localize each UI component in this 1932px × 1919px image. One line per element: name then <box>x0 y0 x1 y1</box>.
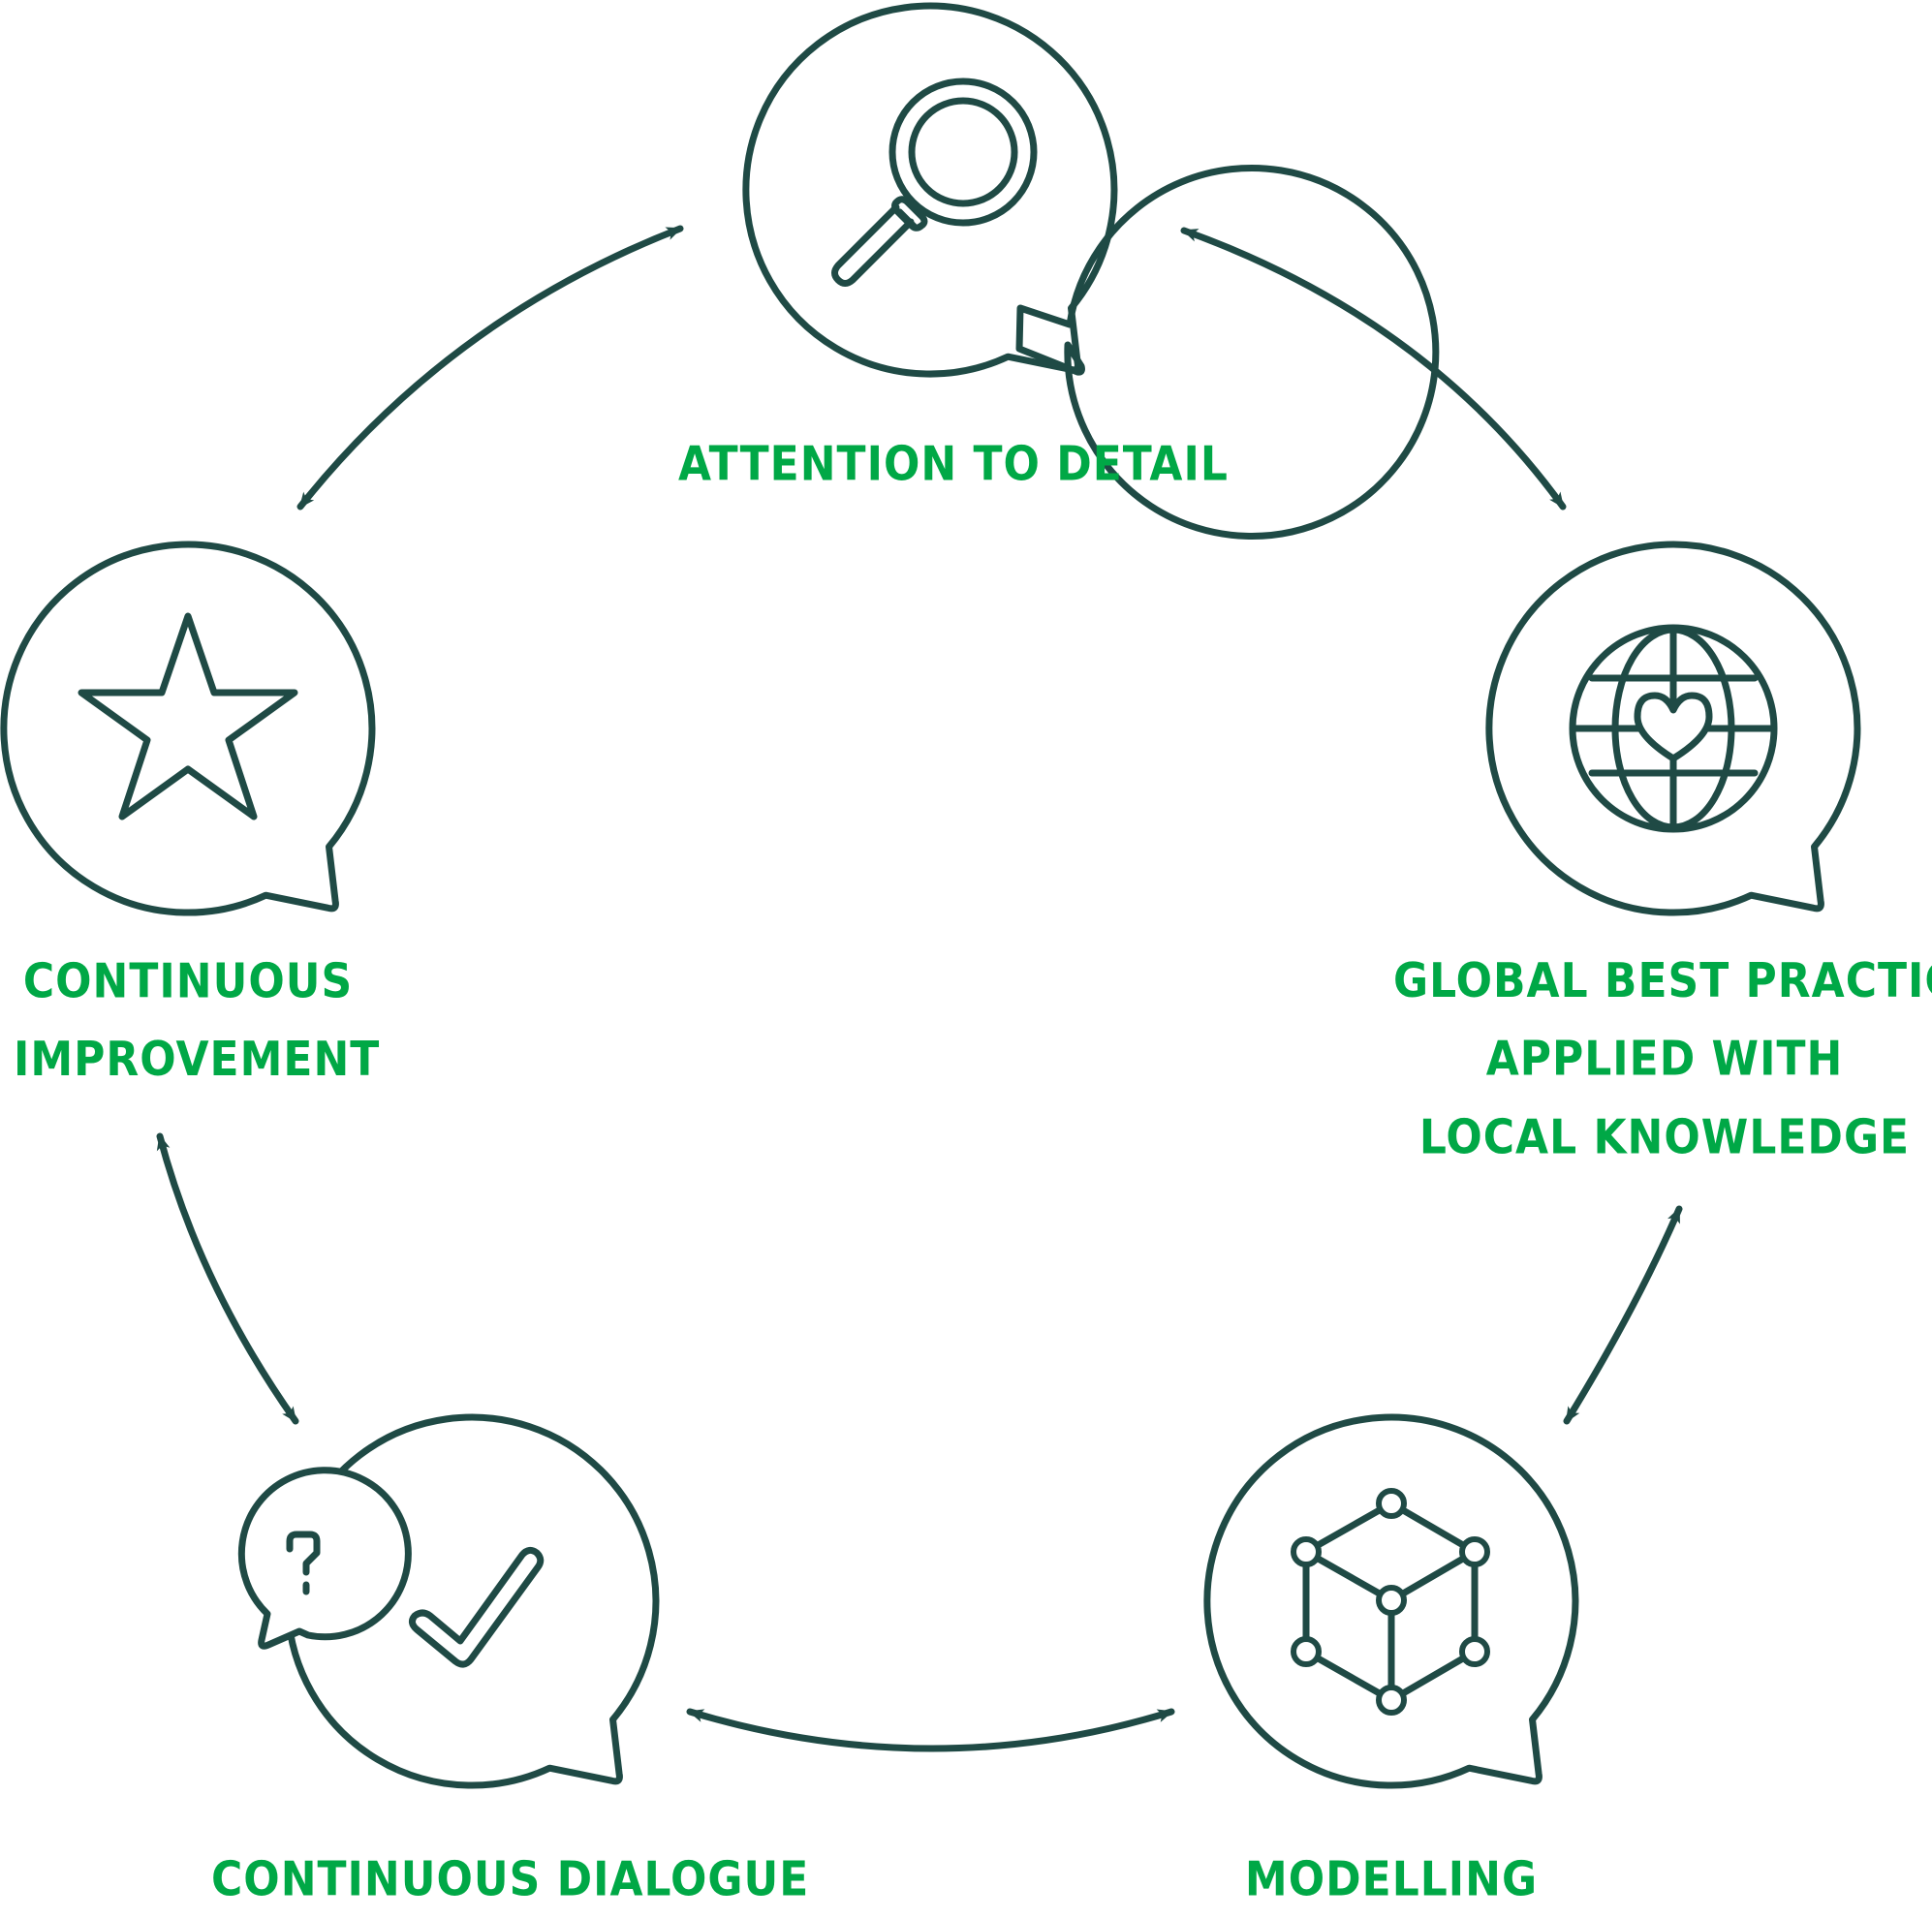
label-line: CONTINUOUS DIALOGUE <box>211 1851 810 1907</box>
label-line: ATTENTION TO DETAIL <box>678 436 1229 492</box>
label-line: MODELLING <box>1244 1851 1539 1907</box>
node-modelling-bubble <box>1291 1488 1490 1716</box>
star-icon <box>78 612 298 820</box>
speech-bubble-improvement <box>0 541 376 916</box>
arrow-dialogue-improvement <box>156 1132 299 1425</box>
label-line: CONTINUOUS <box>22 953 354 1009</box>
label-continuous-improvement: CONTINUOUS IMPROVEMENT <box>14 943 381 1099</box>
question-check-chat-icon <box>237 1467 545 1668</box>
arrow-attention-global <box>1180 227 1567 511</box>
label-global-best-practice: GLOBAL BEST PRACTICE APPLIED WITH LOCAL … <box>1393 943 1932 1177</box>
label-line: LOCAL KNOWLEDGE <box>1418 1109 1911 1165</box>
question-mark-icon <box>286 1531 321 1576</box>
label-line: APPLIED WITH <box>1485 1031 1844 1087</box>
node-global-bubble <box>1569 624 1778 833</box>
arrow-modelling-dialogue <box>686 1708 1175 1752</box>
checkmark-icon <box>408 1546 545 1668</box>
node-attention-bubble <box>831 77 1440 540</box>
connectors <box>156 225 1683 1752</box>
label-modelling: MODELLING <box>1198 1842 1585 1919</box>
speech-bubble-global <box>1485 541 1861 916</box>
globe-heart-icon <box>1569 624 1778 833</box>
speech-bubble-shape <box>1015 165 1440 540</box>
node-improvement-bubble <box>78 612 298 820</box>
label-attention-to-detail: ATTENTION TO DETAIL <box>678 426 1229 505</box>
label-line: IMPROVEMENT <box>14 1032 381 1088</box>
speech-bubbles <box>0 2 1861 1789</box>
label-line: GLOBAL BEST PRACTICE <box>1393 953 1932 1009</box>
arrow-global-modelling <box>1563 1205 1683 1425</box>
cube-network-icon <box>1291 1488 1490 1716</box>
speech-bubble-dialogue <box>284 1413 660 1789</box>
arrow-improvement-attention <box>296 225 684 511</box>
speech-bubble-modelling <box>1203 1413 1579 1789</box>
magnifying-glass-icon <box>831 77 1038 287</box>
speech-bubble-attention <box>742 2 1118 378</box>
label-continuous-dialogue: CONTINUOUS DIALOGUE <box>211 1842 810 1919</box>
